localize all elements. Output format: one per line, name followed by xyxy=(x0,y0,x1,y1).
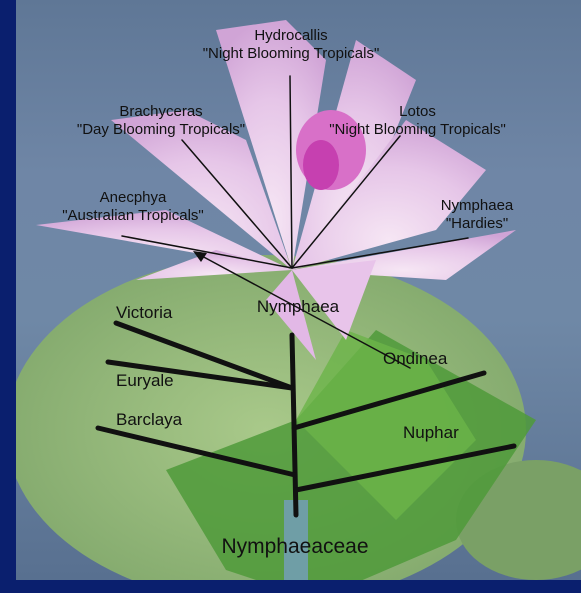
label-euryale: Euryale xyxy=(116,372,206,390)
subgenus-name: Hydrocallis xyxy=(160,27,422,45)
label-nymphaea-hardies: Nymphaea "Hardies" xyxy=(412,197,542,233)
label-anecphya: Anecphya "Australian Tropicals" xyxy=(33,189,233,225)
subgenus-name: Brachyceras xyxy=(45,103,277,121)
line-nymphaea-hardies xyxy=(292,238,468,268)
label-barclaya: Barclaya xyxy=(116,411,216,429)
branch-nuphar xyxy=(296,446,514,490)
label-hydrocallis: Hydrocallis "Night Blooming Tropicals" xyxy=(160,27,422,63)
subgenus-description: "Day Blooming Tropicals" xyxy=(45,121,277,139)
subgenus-description: "Australian Tropicals" xyxy=(33,207,233,225)
subgenus-name: Lotos xyxy=(290,103,545,121)
subgenus-name: Nymphaea xyxy=(412,197,542,215)
branch-ondinea xyxy=(294,373,484,428)
label-nuphar: Nuphar xyxy=(403,424,493,442)
subgenus-description: "Night Blooming Tropicals" xyxy=(160,45,422,63)
subgenus-description: "Hardies" xyxy=(412,215,542,233)
line-anecphya xyxy=(122,236,292,268)
label-brachyceras: Brachyceras "Day Blooming Tropicals" xyxy=(45,103,277,139)
label-lotos: Lotos "Night Blooming Tropicals" xyxy=(290,103,545,139)
line-lotos xyxy=(292,136,400,268)
label-ondinea: Ondinea xyxy=(383,350,473,368)
label-root-nymphaeaceae: Nymphaeaceae xyxy=(170,538,420,556)
label-genus-nymphaea: Nymphaea xyxy=(232,298,364,316)
subgenus-name: Anecphya xyxy=(33,189,233,207)
arrow-head xyxy=(193,251,207,262)
label-victoria: Victoria xyxy=(116,304,206,322)
subgenus-description: "Night Blooming Tropicals" xyxy=(290,121,545,139)
branch-barclaya xyxy=(98,428,295,475)
